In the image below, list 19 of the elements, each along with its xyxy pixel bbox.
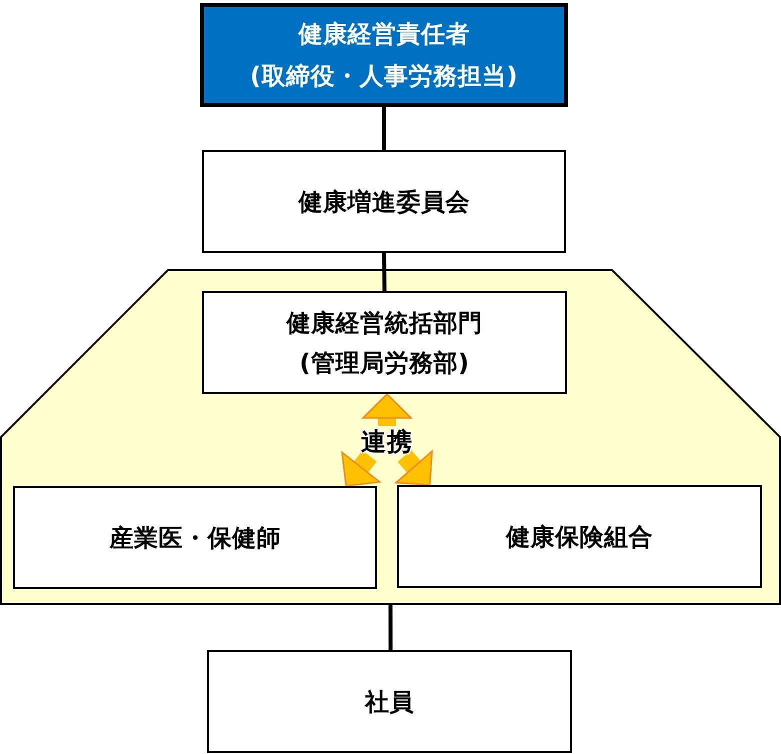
- connector-line: [382, 107, 386, 150]
- heading-text: 健康経営責任者: [298, 19, 470, 50]
- org-box: [397, 485, 762, 588]
- label-text: 健康保険組合: [506, 522, 653, 552]
- subheading-text: (管理局労務部): [300, 348, 470, 378]
- heading-text: 健康経営統括部門: [286, 308, 482, 338]
- connector-line: [388, 605, 393, 650]
- label-text: 産業医・保健師: [109, 522, 281, 554]
- org-box: [202, 291, 567, 394]
- label-text: 社員: [365, 686, 414, 718]
- lead-box: [200, 3, 568, 107]
- org-box: [13, 486, 377, 589]
- link-label: 連携: [358, 426, 416, 456]
- org-box: [207, 650, 572, 753]
- org-box: [202, 150, 566, 253]
- block-arrow: [362, 393, 412, 426]
- label-text: 健康増進委員会: [298, 186, 470, 218]
- connector-line: [382, 252, 386, 292]
- subheading-text: (取締役・人事労務担当): [250, 61, 518, 92]
